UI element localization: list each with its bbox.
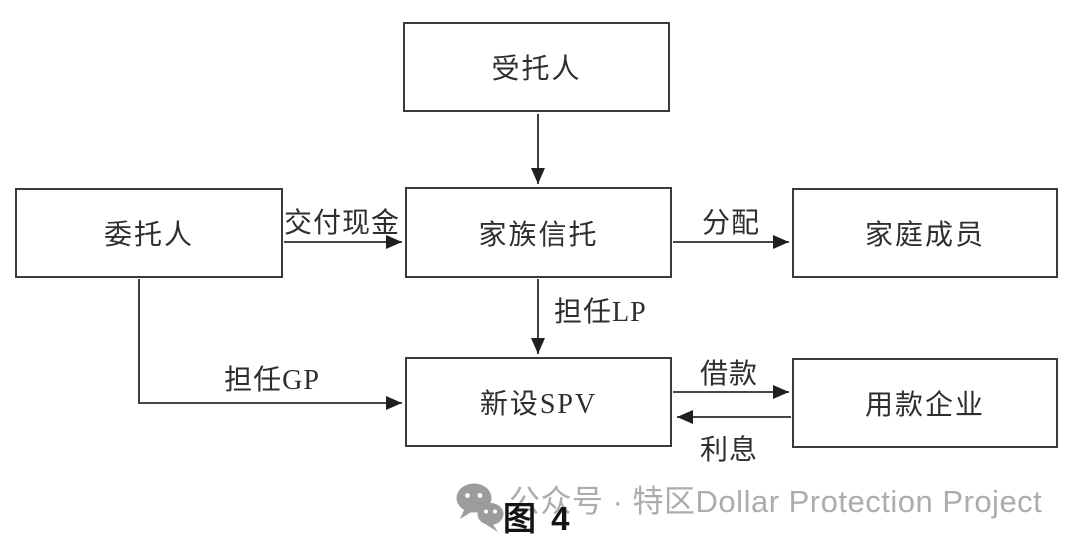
- edge-label-act-as-lp: 担任LP: [554, 297, 647, 328]
- wechat-icon: [456, 483, 504, 532]
- edge-label-distribute: 分配: [701, 208, 761, 239]
- figure-caption: 图 4: [503, 500, 573, 537]
- edge-label-deliver-cash: 交付现金: [283, 208, 401, 239]
- node-spv: 新设SPV: [405, 357, 672, 447]
- node-family-members: 家庭成员: [792, 188, 1058, 278]
- node-settlor: 委托人: [15, 188, 283, 278]
- edge-label-act-as-gp: 担任GP: [224, 365, 320, 396]
- edge-label-interest: 利息: [699, 435, 759, 466]
- node-family-trust: 家族信托: [405, 187, 672, 278]
- node-trustee: 受托人: [403, 22, 670, 112]
- edge-settlor-to-spv: [138, 279, 402, 410]
- node-enterprise: 用款企业: [792, 358, 1058, 448]
- edge-label-loan: 借款: [699, 359, 759, 390]
- watermark: 公众号 · 特区Dollar Protection Project: [455, 476, 1042, 535]
- watermark-text: 公众号 · 特区Dollar Protection Project: [509, 484, 1043, 519]
